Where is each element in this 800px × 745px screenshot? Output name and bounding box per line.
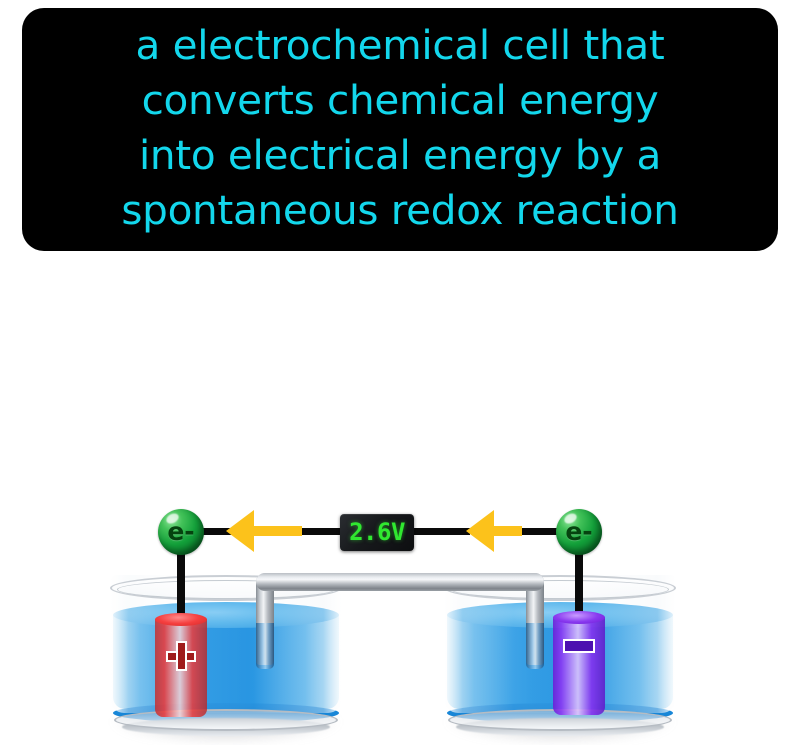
- electron-flow-arrow-tail: [494, 526, 522, 536]
- salt-bridge-left-submerged: [256, 623, 274, 669]
- circuit-wire-segment: [518, 528, 564, 535]
- electron-sphere-left: e-: [158, 509, 204, 555]
- beaker-bottom-rim: [114, 709, 338, 731]
- cathode-electrode: [553, 611, 605, 715]
- electron-sphere-right: e-: [556, 509, 602, 555]
- electron-flow-arrow-tail: [254, 526, 302, 536]
- definition-card: a electrochemical cell that converts che…: [22, 8, 778, 251]
- salt-bridge-right-submerged: [526, 623, 544, 669]
- cell-diagram: 2.6V e- e-: [0, 251, 800, 745]
- cathode-top: [553, 611, 605, 624]
- electron-label: e-: [565, 516, 593, 546]
- galvanic-cell-illustration: a electrochemical cell that converts che…: [0, 0, 800, 600]
- plus-icon: [166, 641, 196, 671]
- cathode-lead-wire: [575, 547, 583, 621]
- electron-flow-arrow-left-icon: [226, 510, 254, 552]
- salt-bridge-span: [256, 573, 544, 591]
- minus-icon: [563, 639, 595, 653]
- electron-label: e-: [167, 516, 195, 546]
- salt-bridge: [256, 573, 544, 689]
- anode-electrode: [155, 613, 207, 717]
- circuit-wire-segment: [412, 528, 470, 535]
- voltmeter-reading: 2.6V: [349, 518, 405, 546]
- anode-lead-wire: [177, 547, 185, 623]
- anode-top: [155, 613, 207, 626]
- definition-text: a electrochemical cell that converts che…: [121, 20, 679, 234]
- circuit-wire-segment: [196, 528, 254, 535]
- cathode-body: [553, 617, 605, 715]
- voltmeter: 2.6V: [340, 514, 414, 551]
- electron-flow-arrow-right-icon: [466, 510, 494, 552]
- circuit-wire-segment: [300, 528, 344, 535]
- cathode-sign: [553, 639, 605, 653]
- anode-sign: [155, 641, 207, 671]
